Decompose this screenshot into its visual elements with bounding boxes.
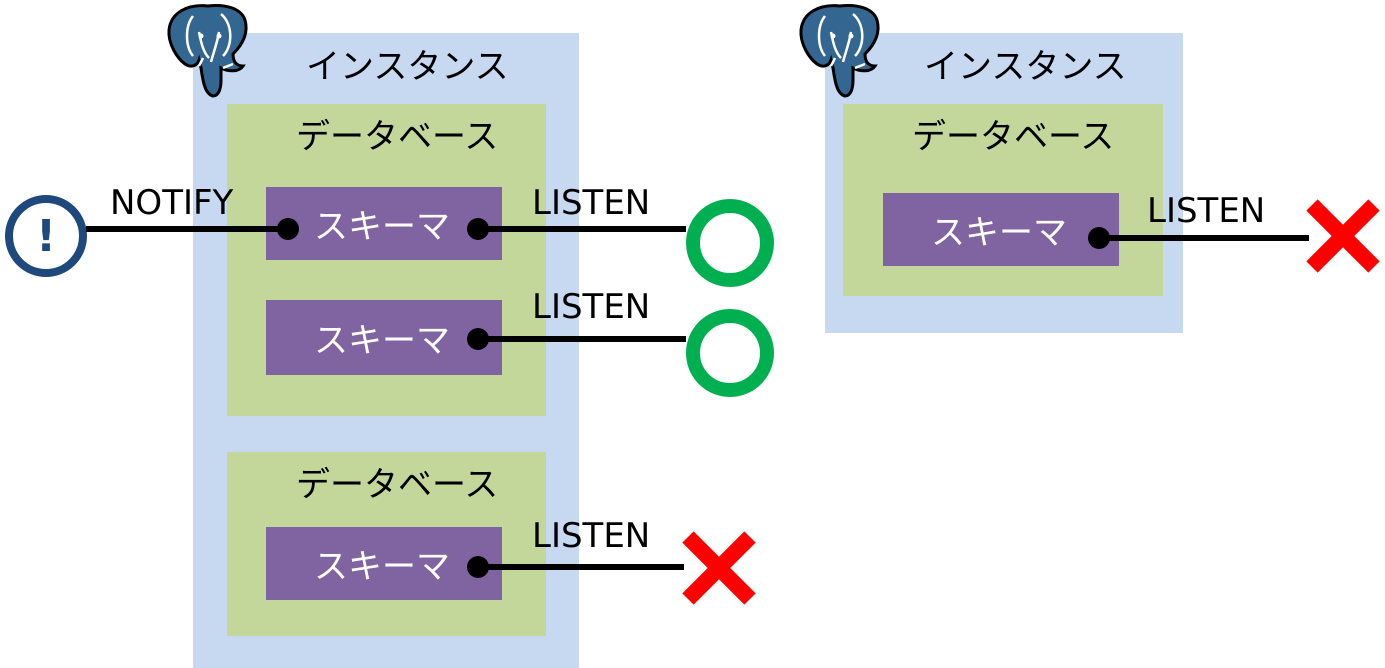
- notify-connector-dot: [277, 218, 299, 240]
- listen-1-line: [478, 226, 686, 232]
- listen-4-line: [1099, 235, 1309, 241]
- circle-ok-icon: [686, 199, 774, 287]
- left-schema-3-box: スキーマ: [266, 527, 502, 600]
- cross-ng-icon: [682, 531, 756, 605]
- left-database-1-label: データベース: [296, 117, 499, 157]
- circle-ok-icon: [686, 309, 774, 397]
- listen-4-label: LISTEN: [1147, 191, 1266, 231]
- notify-line: [86, 226, 288, 232]
- left-database-2-label: データベース: [296, 465, 499, 505]
- left-schema-3-label: スキーマ: [314, 547, 450, 587]
- listen-3-line: [478, 564, 684, 570]
- postgresql-elephant-icon: [167, 4, 248, 98]
- listen-1-label: LISTEN: [532, 183, 651, 223]
- exclamation-glyph: !: [35, 210, 57, 262]
- right-schema-label: スキーマ: [931, 213, 1067, 253]
- right-database-label: データベース: [912, 117, 1115, 157]
- right-schema-box: スキーマ: [883, 193, 1119, 266]
- left-instance-label: インスタンス: [306, 47, 509, 87]
- notify-label: NOTIFY: [110, 183, 234, 223]
- left-schema-2-box: スキーマ: [266, 300, 502, 375]
- postgresql-elephant-icon: [799, 4, 880, 98]
- listen-3-label: LISTEN: [532, 516, 651, 556]
- cross-ng-icon: [1306, 199, 1380, 273]
- left-schema-1-box: スキーマ: [266, 187, 502, 260]
- right-instance-label: インスタンス: [924, 47, 1127, 87]
- left-schema-2-label: スキーマ: [314, 321, 450, 361]
- listen-2-line: [478, 336, 686, 342]
- exclamation-icon: !: [5, 195, 87, 277]
- left-schema-1-label: スキーマ: [314, 207, 450, 247]
- listen-2-label: LISTEN: [532, 287, 651, 327]
